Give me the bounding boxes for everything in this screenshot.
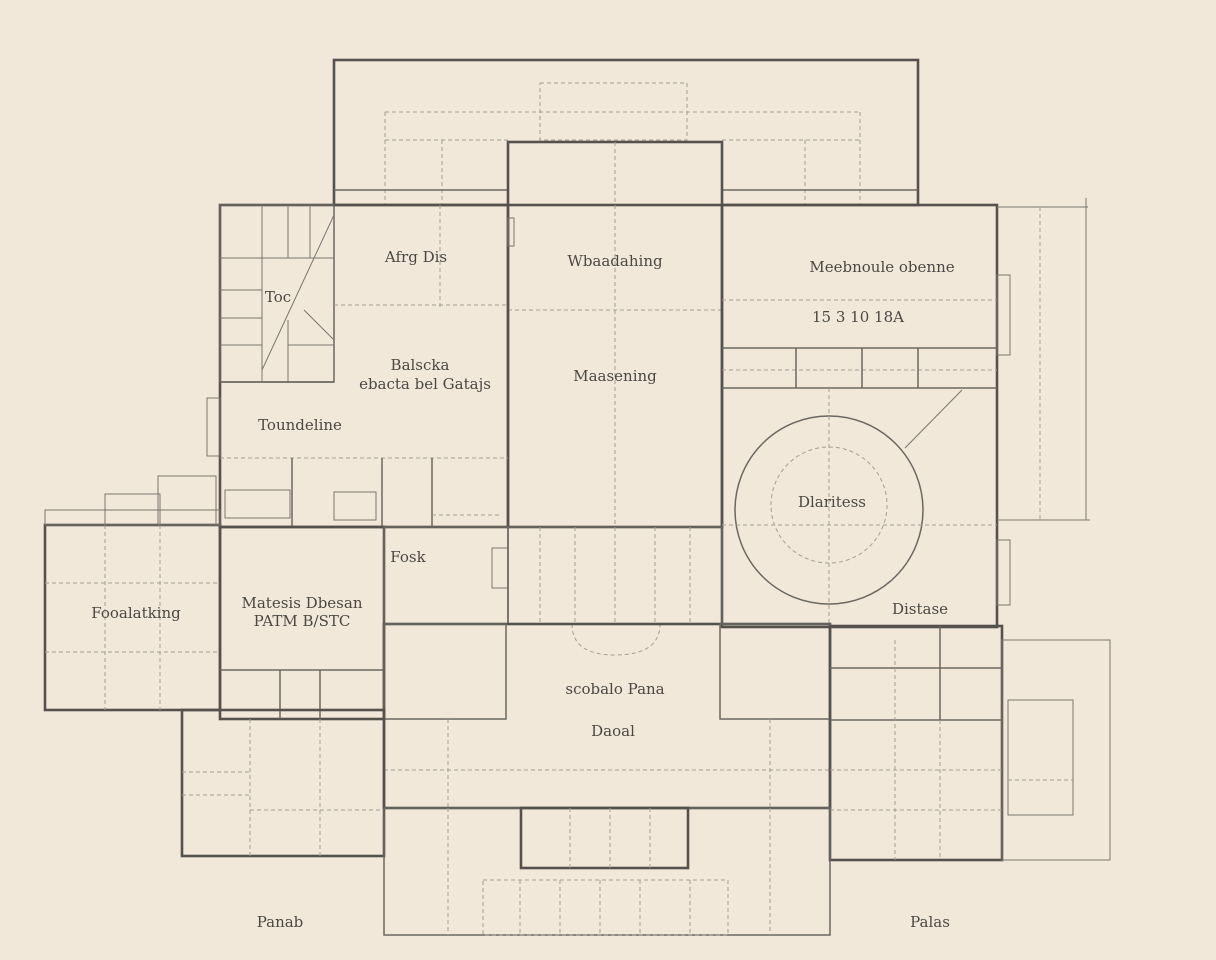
label-center-upper: Wbaadahing [567,252,663,270]
label-porch-right: Palas [910,913,950,931]
left-upper-block [206,203,515,529]
label-center-lower: Maasening [573,367,657,385]
bottom-porch [383,806,831,936]
top-block [332,58,920,207]
left-wing [43,475,222,712]
room-labels: Afrg Dis Toc Balscka ebacta bel Gatajs T… [91,248,954,931]
label-mid-left-1: Balscka [391,356,450,374]
label-left-mid-1: Matesis Dbesan [242,594,363,612]
label-left-mid-2: PATM B/STC [254,612,351,630]
label-left-wide: Toundeline [258,416,342,434]
right-lower-block [828,624,1111,862]
lower-left-block [180,708,386,858]
label-small-center-left: Fosk [390,548,426,566]
label-stair: Toc [265,288,291,306]
label-left-wing: Fooalatking [91,604,181,622]
label-center-bottom-2: Daoal [591,722,635,740]
label-right-top-1: Meebnoule obenne [809,258,954,276]
label-right-mid: Distase [892,600,948,618]
label-top-left-small: Afrg Dis [384,248,447,266]
center-middle [507,526,723,656]
central-hall [506,140,724,529]
label-round-room: Dlaritess [798,493,866,511]
label-mid-left-2: ebacta bel Gatajs [359,375,491,393]
label-center-bottom-1: scobalo Pana [565,680,664,698]
label-porch-left: Panab [257,913,304,931]
label-right-top-2: 15 3 10 18A [812,308,904,326]
lower-center-block [382,622,832,810]
